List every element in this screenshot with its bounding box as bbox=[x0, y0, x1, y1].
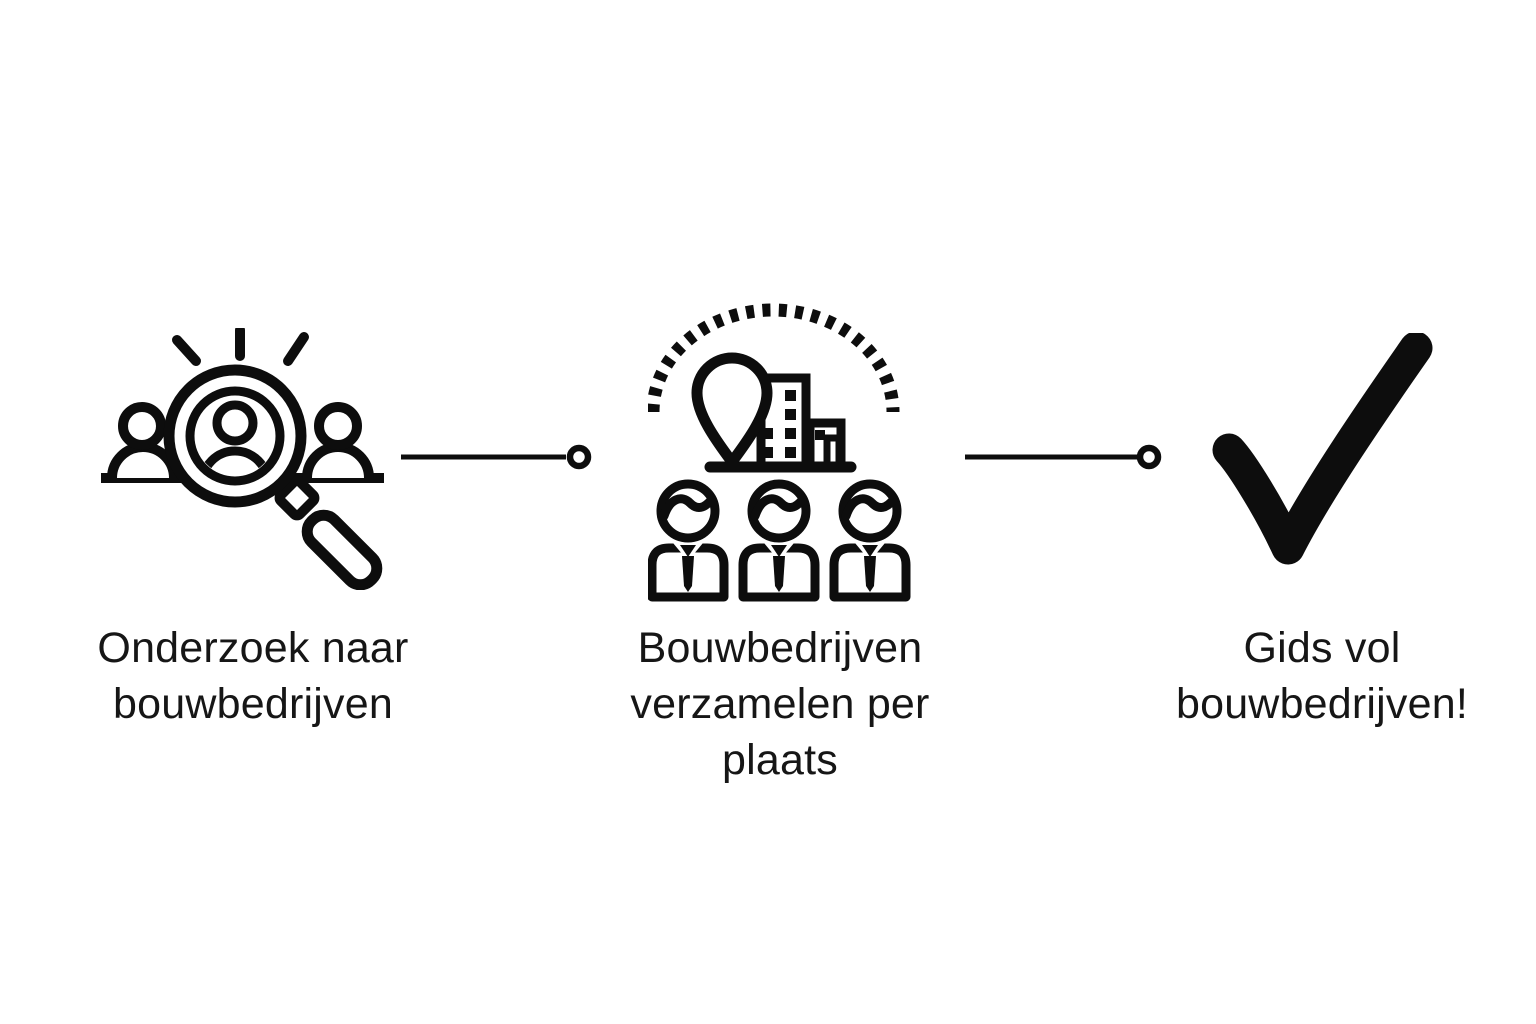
building-window bbox=[785, 447, 796, 458]
team-person-2 bbox=[743, 484, 815, 597]
magnifier-neck bbox=[274, 475, 320, 521]
connector-1-terminal-circle bbox=[566, 444, 592, 470]
step-2-label: Bouwbedrijven verzamelen per plaats bbox=[630, 624, 930, 784]
building-window bbox=[785, 390, 796, 401]
dotted-arc bbox=[648, 303, 900, 413]
checkmark-stroke bbox=[1212, 333, 1433, 565]
person-left-head bbox=[118, 402, 166, 450]
building-door bbox=[823, 434, 843, 469]
building-window bbox=[785, 428, 796, 439]
building-window bbox=[785, 409, 796, 420]
map-pin-icon bbox=[691, 352, 773, 468]
connector-2 bbox=[965, 444, 1162, 470]
connector-2-terminal-circle bbox=[1136, 444, 1162, 470]
person-right-shoulders bbox=[302, 442, 374, 479]
building-window bbox=[762, 428, 773, 439]
step-1-label: Onderzoek naar bouwbedrijven bbox=[97, 624, 409, 728]
person-right-head bbox=[314, 402, 362, 450]
lens-person-head bbox=[212, 400, 258, 446]
people-search-magnifier-icon bbox=[101, 328, 384, 590]
map-pin-buildings-team-icon bbox=[648, 303, 912, 602]
building-window bbox=[815, 430, 825, 440]
person-left-shoulders bbox=[107, 442, 179, 479]
building-window bbox=[762, 447, 773, 458]
step-3-label: Gids vol bouwbedrijven! bbox=[1175, 624, 1469, 728]
magnifier-handle bbox=[301, 509, 383, 590]
ray-left bbox=[172, 335, 201, 366]
team-person-1 bbox=[652, 484, 724, 597]
connector-1 bbox=[401, 444, 592, 470]
checkmark-icon bbox=[1212, 333, 1433, 565]
team-person-3 bbox=[834, 484, 906, 597]
ray-right bbox=[283, 332, 309, 366]
